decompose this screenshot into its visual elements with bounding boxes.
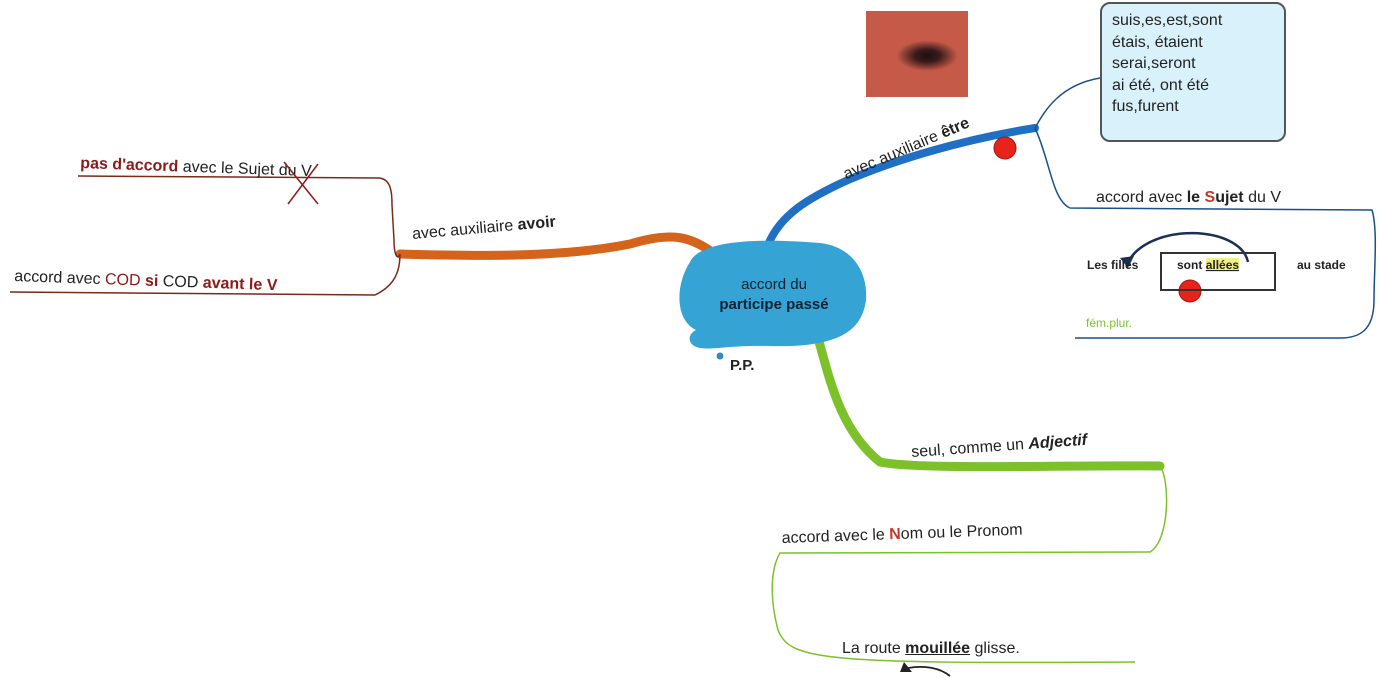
strike-cross-icon — [283, 161, 319, 205]
cod-2: COD — [162, 273, 204, 292]
adj-example-word: mouillée — [905, 640, 971, 657]
avoir-bold: avoir — [516, 213, 557, 234]
branch-avoir — [395, 232, 721, 260]
fem-plur-note: fém.plur. — [1086, 316, 1133, 330]
example-box — [1160, 252, 1276, 291]
conj-line: serai,seront — [1112, 55, 1196, 72]
connector-etre-sub — [1034, 77, 1377, 339]
conjugation-box: suis,es,est,sont étais, étaient serai,se… — [1100, 2, 1286, 142]
example-arrow — [1126, 231, 1250, 263]
adj-accord-rest: om ou le Pronom — [900, 521, 1023, 543]
adj-accord-n: N — [888, 525, 902, 544]
connector-avoir-sub — [9, 175, 401, 296]
conj-line: fus,furent — [1112, 98, 1179, 115]
adjectif-example: La route mouillée glisse. — [842, 640, 1020, 658]
red-marker-etre — [993, 136, 1017, 160]
no-accord-sujet: Sujet — [237, 160, 275, 179]
cod-1: COD — [104, 271, 141, 290]
etre-accord-post: du V — [1243, 189, 1281, 206]
cod-pre: accord avec — [14, 268, 106, 289]
conj-line: étais, étaient — [1112, 33, 1203, 51]
etre-accord-pre: accord avec — [1096, 189, 1187, 206]
center-line2: participe passé — [719, 296, 829, 313]
example-rest: au stade — [1297, 258, 1346, 272]
adjectif-bold: Adjectif — [1027, 431, 1088, 453]
example-arrowhead — [1120, 256, 1134, 268]
mouillee-arrowhead — [900, 662, 912, 672]
example-verb-group: sont allées — [1177, 258, 1240, 272]
etre-accord-le: le — [1186, 189, 1205, 206]
branch-adjectif — [813, 333, 1165, 472]
cod-si: si — [140, 272, 164, 291]
no-accord-mid: avec le — [178, 158, 239, 178]
central-node-label: accord du participe passé — [688, 275, 860, 315]
red-marker-example — [1178, 279, 1202, 303]
conj-line: suis,es,est,sont — [1112, 12, 1223, 29]
pp-tag: P.P. — [730, 357, 755, 374]
adj-example-post: glisse. — [970, 640, 1020, 657]
example-subject: Les filles — [1087, 258, 1139, 272]
adj-accord-pre: accord avec le — [781, 526, 890, 548]
center-line1: accord du — [741, 276, 807, 293]
conj-line: ai été, ont été — [1112, 76, 1209, 94]
connector-adjectif-sub — [771, 465, 1168, 664]
example-participle: allées — [1205, 258, 1240, 272]
etre-accord-label: accord avec le Sujet du V — [1096, 189, 1281, 207]
no-accord-pre: pas d'accord — [80, 155, 179, 176]
branch-etre — [764, 124, 1039, 249]
etre-accord-s: S — [1204, 189, 1216, 206]
cod-avant: avant le V — [202, 274, 278, 295]
adj-example-pre: La route — [842, 640, 906, 657]
central-node — [679, 240, 867, 349]
example-verb: sont — [1177, 258, 1203, 272]
eye-photo — [866, 11, 968, 97]
etre-accord-ujet: ujet — [1215, 189, 1244, 206]
mouillee-arrow — [907, 665, 951, 677]
pp-dot — [716, 352, 724, 360]
